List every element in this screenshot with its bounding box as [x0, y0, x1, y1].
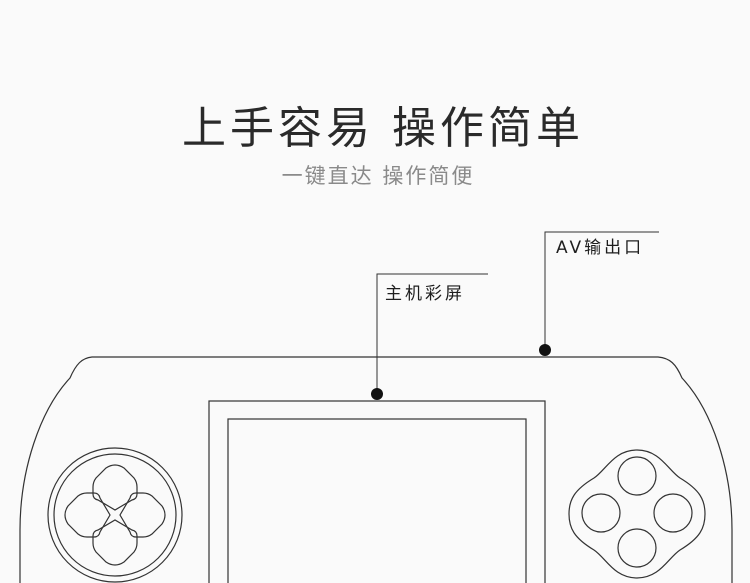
- screen-bezel: [208, 400, 546, 583]
- callout-screen-leader: [371, 273, 488, 400]
- action-button-left: [581, 493, 621, 533]
- callout-main-screen-label: 主机彩屏: [385, 284, 465, 304]
- callout-av-leader: [539, 231, 659, 356]
- callout-av-dot: [539, 344, 551, 356]
- action-button-right: [653, 493, 693, 533]
- screen-display: [227, 418, 527, 583]
- page-title: 上手容易 操作简单: [182, 103, 584, 154]
- action-button-frame: [568, 449, 706, 579]
- console-body-outline: [19, 356, 733, 583]
- action-button-top: [617, 456, 657, 496]
- action-button-bottom: [617, 528, 657, 568]
- dpad-down-key: [92, 519, 138, 566]
- dpad-left-key: [64, 492, 111, 538]
- page-subtitle: 一键直达 操作简便: [281, 164, 475, 188]
- dpad-up-key: [92, 464, 138, 511]
- callout-av-output-label: AV输出口: [556, 238, 645, 258]
- callout-screen-line: [376, 273, 488, 394]
- callout-screen-dot: [371, 388, 383, 400]
- dpad-inner-ring: [53, 453, 177, 577]
- callout-av-line: [544, 231, 659, 350]
- dpad-control: [47, 447, 183, 583]
- action-button-cluster: [568, 449, 706, 579]
- dpad-outer-ring: [47, 447, 183, 583]
- dpad-right-key: [119, 492, 166, 538]
